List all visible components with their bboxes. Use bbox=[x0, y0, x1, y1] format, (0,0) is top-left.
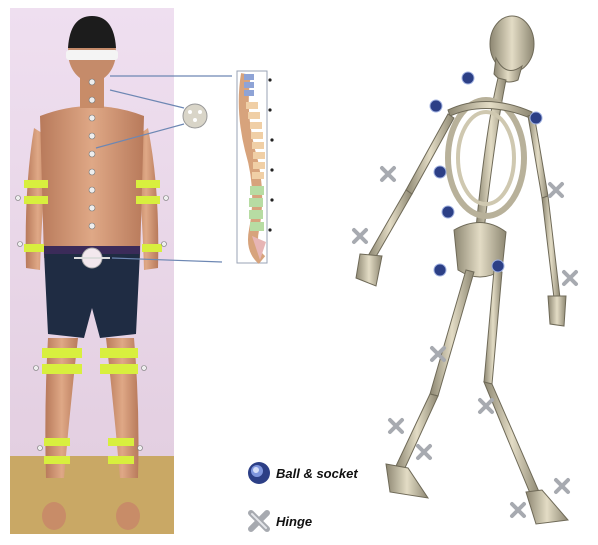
legend-label-ball-and-socket: Ball & socket bbox=[276, 466, 358, 481]
legend-label-hinge: Hinge bbox=[276, 514, 312, 529]
hinge-joint-icon bbox=[246, 508, 272, 534]
marker-cluster-icon bbox=[183, 104, 207, 128]
spine-diagram bbox=[236, 70, 280, 266]
legend: Ball & socket Hinge bbox=[240, 448, 390, 540]
ball-and-socket-joint-icon bbox=[246, 460, 272, 486]
